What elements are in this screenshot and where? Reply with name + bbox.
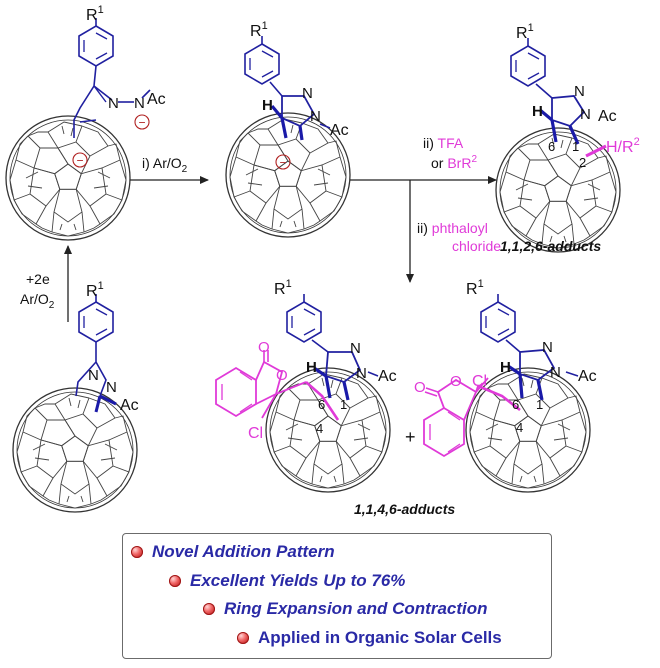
atom-o: O xyxy=(258,339,270,356)
r1-label: R1 xyxy=(250,20,268,40)
atom-n: N xyxy=(550,364,561,381)
atom-n: N xyxy=(574,83,585,100)
phthalide-fragment xyxy=(423,377,489,458)
atom-n: N xyxy=(134,95,145,112)
atom-h: H xyxy=(262,97,273,114)
structure-dianion: − R1 N N Ac − xyxy=(5,4,166,241)
bullet-icon xyxy=(131,546,143,558)
locant-1: 1 xyxy=(340,397,347,412)
step-ii-phthaloyl-label: ii) phthaloyl xyxy=(417,220,488,236)
acetyl-group: Ac xyxy=(120,397,139,414)
step-ii-chloride-label: chloride xyxy=(452,238,501,254)
atom-n: N xyxy=(580,106,591,123)
r1-label: R1 xyxy=(274,278,292,298)
locant-2: 2 xyxy=(579,155,586,170)
r1-label: R1 xyxy=(86,280,104,300)
locant-1: 1 xyxy=(572,139,579,154)
atom-n: N xyxy=(106,379,117,396)
negative-charge-mark xyxy=(72,152,88,168)
atom-n: N xyxy=(108,95,119,112)
structure-1146-adduct-b: R1 N N H Ac 6 1 4 O O Cl xyxy=(414,278,597,493)
bullet-icon xyxy=(169,575,181,587)
acetyl-group: Ac xyxy=(147,91,166,108)
step-ii-tfa-label: ii) TFA xyxy=(423,135,464,151)
atom-n: N xyxy=(88,367,99,384)
bullet-icon xyxy=(203,603,215,615)
fullerene-cage xyxy=(12,387,138,513)
aryl-ring xyxy=(78,301,114,343)
r1-label: R1 xyxy=(86,4,104,24)
aryl-ring xyxy=(480,301,516,343)
aryl-ring xyxy=(510,45,546,87)
highlights-box: Novel Addition Pattern Excellent Yields … xyxy=(122,533,552,659)
highlight-item: Applied in Organic Solar Cells xyxy=(237,628,502,648)
atom-cl: Cl xyxy=(472,373,487,390)
phthalide-fragment xyxy=(215,350,307,419)
product-label-1126: 1,1,2,6-adducts xyxy=(500,238,601,254)
atom-o: O xyxy=(276,367,288,384)
structure-pyrazoline-fullerene: R1 N N Ac xyxy=(12,280,139,513)
locant-6: 6 xyxy=(548,139,555,154)
step-ii-brr2-label: or BrR2 xyxy=(431,154,477,171)
atom-n: N xyxy=(302,85,313,102)
reaction-arrows xyxy=(64,176,497,322)
acetyl-group: Ac xyxy=(378,368,397,385)
h-or-r2-substituent: H/R2 xyxy=(606,136,640,156)
aryl-ring xyxy=(286,301,322,343)
product-label-1146: 1,1,4,6-adducts xyxy=(354,501,455,517)
acetyl-group: Ac xyxy=(578,368,597,385)
locant-4: 4 xyxy=(316,421,323,436)
atom-h: H xyxy=(532,103,543,120)
locant-1: 1 xyxy=(536,397,543,412)
plus-sign: + xyxy=(405,427,416,447)
highlight-item: Ring Expansion and Contraction xyxy=(203,599,488,619)
locant-6: 6 xyxy=(318,397,325,412)
atom-o: O xyxy=(450,373,462,390)
aryl-ring xyxy=(244,43,280,85)
structure-monoanion: − R1 N N H Ac xyxy=(225,20,351,238)
step-reduction-label: +2e xyxy=(26,271,50,287)
highlight-item: Novel Addition Pattern xyxy=(131,542,335,562)
locant-4: 4 xyxy=(516,420,523,435)
acetyl-group: Ac xyxy=(330,122,349,139)
atom-h: H xyxy=(306,359,317,376)
atom-n: N xyxy=(350,340,361,357)
r1-label: R1 xyxy=(466,278,484,298)
aryl-ring xyxy=(78,25,114,67)
atom-cl: Cl xyxy=(248,425,263,442)
step-reduction-condition: Ar/O2 xyxy=(20,291,55,311)
locant-6: 6 xyxy=(512,397,519,412)
structure-1126-adduct: R1 N N H Ac 6 1 2 H/R2 xyxy=(495,22,640,253)
fullerene-cage xyxy=(5,115,131,241)
r1-label: R1 xyxy=(516,22,534,42)
negative-charge-mark xyxy=(275,154,291,170)
atom-n: N xyxy=(310,108,321,125)
structure-1146-adduct-a: R1 N N H Ac 6 1 4 O O Cl xyxy=(215,278,397,493)
bullet-icon xyxy=(237,632,249,644)
atom-n: N xyxy=(542,339,553,356)
negative-charge-sign: − xyxy=(138,116,145,130)
acetyl-group: Ac xyxy=(598,108,617,125)
atom-o: O xyxy=(414,379,426,396)
atom-h: H xyxy=(500,359,511,376)
step-i-label: i) Ar/O2 xyxy=(142,155,188,175)
negative-charge-sign: − xyxy=(76,154,83,168)
atom-n: N xyxy=(356,365,367,382)
negative-charge-sign: − xyxy=(279,156,286,170)
highlight-item: Excellent Yields Up to 76% xyxy=(169,571,405,591)
negative-charge-mark xyxy=(134,114,150,130)
